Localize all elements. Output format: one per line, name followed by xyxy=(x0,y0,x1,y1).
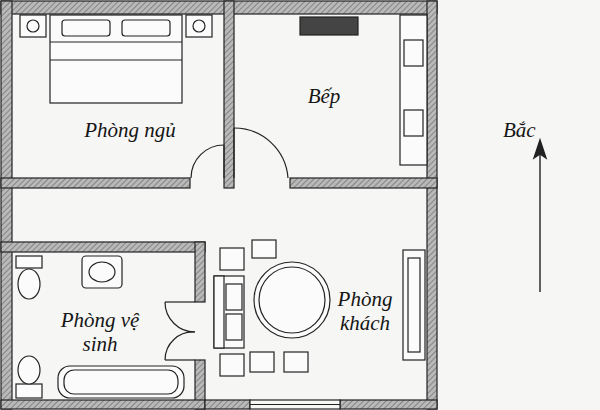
room-name: Phòng vệ sinh xyxy=(58,308,142,356)
north-arrow xyxy=(534,140,546,292)
walls xyxy=(1,1,437,409)
bedroom-furniture xyxy=(20,15,212,103)
room-region: Bếp xyxy=(234,14,400,178)
room-name: Phòng ngủ xyxy=(60,118,200,142)
room-name: Phòng khách xyxy=(331,287,399,335)
room-name: Bếp xyxy=(284,84,364,108)
compass-label: Bắc xyxy=(503,118,536,142)
living-furniture xyxy=(214,240,425,376)
room-region: Phòng vệ sinh xyxy=(12,252,195,366)
room-region: Phòng ngủ xyxy=(12,14,224,178)
window xyxy=(250,400,340,409)
room-region: Phòng khách xyxy=(205,188,403,400)
bathroom-fixtures xyxy=(16,256,184,398)
